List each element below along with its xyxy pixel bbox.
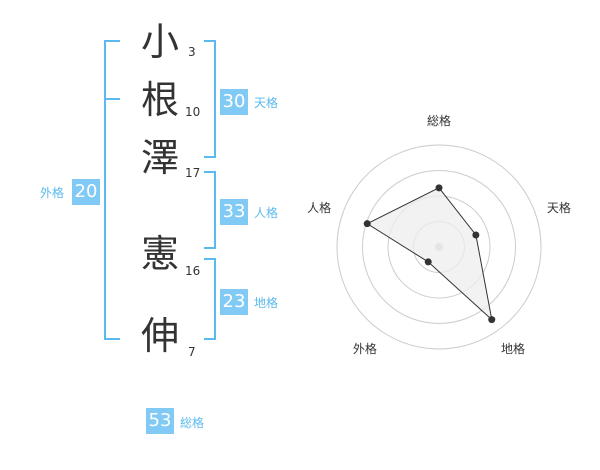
name-char-2: 根 bbox=[140, 78, 179, 122]
radar-point-4 bbox=[363, 220, 371, 228]
radar-point-2 bbox=[488, 316, 496, 324]
stroke-count-2: 10 bbox=[185, 105, 201, 119]
gaikaku-bracket-top bbox=[104, 40, 120, 42]
radar-point-3 bbox=[424, 258, 432, 266]
radar-polygon bbox=[366, 187, 493, 321]
soukaku-value: 53 bbox=[146, 408, 174, 434]
chikaku-bracket-top bbox=[204, 258, 216, 260]
soukaku-label: 総格 bbox=[180, 416, 205, 430]
tenkaku-label: 天格 bbox=[254, 96, 279, 110]
name-char-4: 憲 bbox=[140, 232, 179, 276]
radar-axis-label-1: 天格 bbox=[547, 200, 571, 215]
radar-point-1 bbox=[472, 231, 480, 239]
radar-ring-3 bbox=[362, 170, 516, 324]
gaikaku-bracket-vertical bbox=[104, 40, 106, 340]
name-char-1: 小 bbox=[140, 20, 179, 64]
chikaku-bracket-vertical bbox=[214, 258, 216, 340]
tenkaku-value: 30 bbox=[220, 89, 248, 115]
radar-axis-label-4: 人格 bbox=[307, 200, 331, 215]
gaikaku-label: 外格 bbox=[40, 186, 65, 200]
radar-ring-4 bbox=[336, 144, 542, 350]
gaikaku-bracket-inner-tick bbox=[104, 98, 120, 100]
chikaku-label: 地格 bbox=[254, 296, 279, 310]
chikaku-bracket-bottom bbox=[204, 338, 216, 340]
chikaku-value: 23 bbox=[220, 289, 248, 315]
gaikaku-value: 20 bbox=[72, 179, 100, 205]
jinkaku-bracket-top bbox=[204, 171, 216, 173]
name-char-3: 澤 bbox=[140, 136, 179, 180]
jinkaku-label: 人格 bbox=[254, 206, 279, 220]
radar-axis-label-2: 地格 bbox=[501, 341, 525, 356]
radar-axis-label-0: 総格 bbox=[427, 113, 451, 128]
jinkaku-bracket-bottom bbox=[204, 247, 216, 249]
name-char-5: 伸 bbox=[140, 314, 179, 358]
stroke-count-4: 16 bbox=[185, 264, 201, 278]
tenkaku-bracket-vertical bbox=[214, 40, 216, 158]
jinkaku-value: 33 bbox=[220, 199, 248, 225]
radar-axis-label-3: 外格 bbox=[353, 341, 377, 356]
tenkaku-bracket-top bbox=[204, 40, 216, 42]
gaikaku-bracket-inner-tick-2 bbox=[104, 338, 120, 340]
stroke-count-5: 7 bbox=[188, 345, 196, 359]
radar-point-0 bbox=[435, 184, 443, 192]
tenkaku-bracket-bottom bbox=[204, 156, 216, 158]
stroke-count-3: 17 bbox=[185, 166, 201, 180]
jinkaku-bracket-vertical bbox=[214, 171, 216, 249]
stroke-count-1: 3 bbox=[188, 45, 196, 59]
